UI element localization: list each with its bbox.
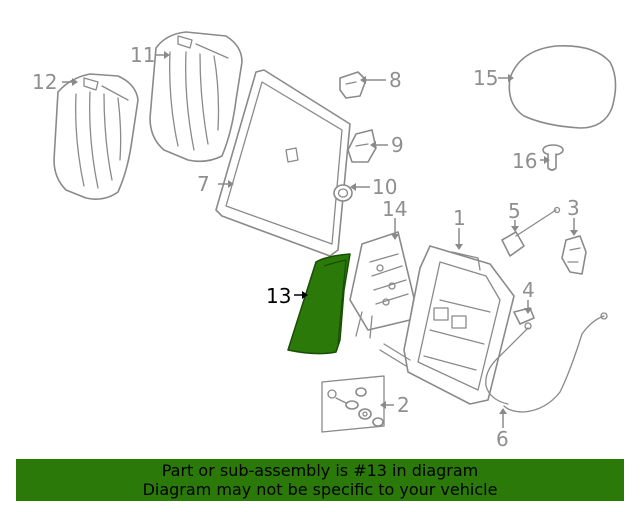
part-2-hardware-kit <box>321 375 385 433</box>
part-3-latch <box>561 235 587 275</box>
part-7-seat-back-panel <box>215 69 351 257</box>
callout-16: 16 <box>512 149 537 173</box>
part-12-seat-back-pad <box>53 73 139 200</box>
callout-4: 4 <box>522 278 535 302</box>
callout-2: 2 <box>397 393 410 417</box>
callout-labels: 12 11 8 9 10 7 15 16 14 1 5 3 4 2 6 13 <box>32 43 580 451</box>
callout-9: 9 <box>391 133 404 157</box>
part-8-clip <box>339 71 367 99</box>
callout-15: 15 <box>473 66 498 90</box>
part-15-headrest <box>508 45 617 129</box>
part-11-seat-back-pad <box>149 31 243 163</box>
callout-3: 3 <box>567 196 580 220</box>
part-13-trim-panel-highlighted[interactable] <box>287 253 351 355</box>
callout-14: 14 <box>382 197 407 221</box>
part-6-cable <box>485 312 608 413</box>
callout-11: 11 <box>130 43 155 67</box>
leader-lines <box>62 51 578 428</box>
info-banner: Part or sub-assembly is #13 in diagram D… <box>16 459 624 501</box>
callout-13: 13 <box>266 284 291 308</box>
part-16-headrest-guide <box>542 144 564 171</box>
callout-8: 8 <box>389 68 402 92</box>
callout-12: 12 <box>32 70 57 94</box>
part-4-clip <box>513 307 535 325</box>
banner-line-2: Diagram may not be specific to your vehi… <box>142 480 498 499</box>
callout-6: 6 <box>496 427 509 451</box>
part-5-release-lever <box>501 206 561 257</box>
part-14-heater-mat <box>349 231 415 339</box>
part-10-grommet <box>333 184 353 202</box>
part-1-seat-back-frame <box>379 245 515 405</box>
banner-line-1: Part or sub-assembly is #13 in diagram <box>161 461 479 480</box>
callout-5: 5 <box>508 199 521 223</box>
callout-7: 7 <box>197 172 210 196</box>
callout-10: 10 <box>372 175 397 199</box>
callout-1: 1 <box>453 206 466 230</box>
